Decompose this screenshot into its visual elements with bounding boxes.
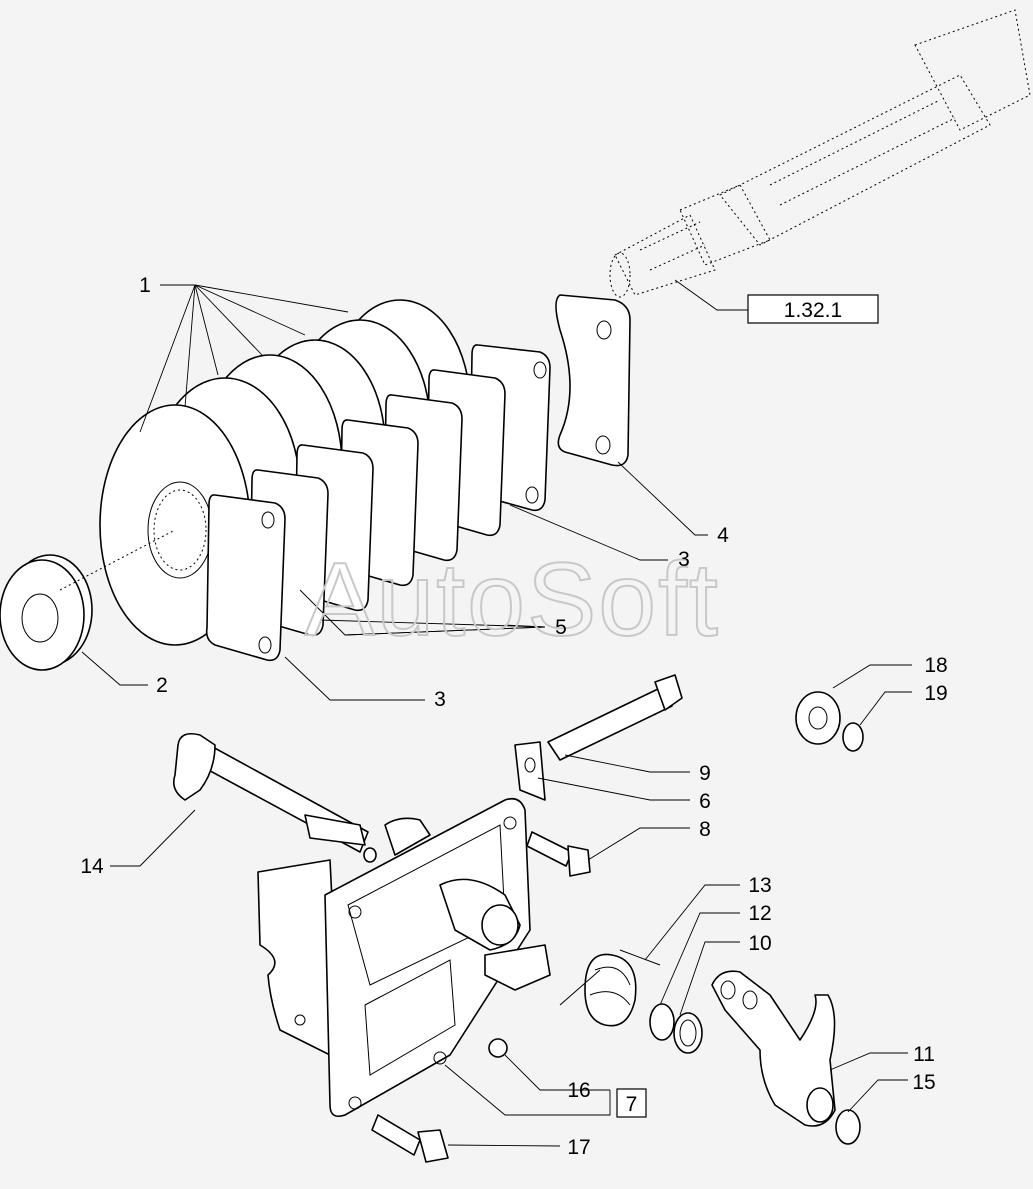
- callout-6: 6: [699, 790, 711, 813]
- callout-9: 9: [699, 762, 711, 785]
- shaft-drawing: [609, 9, 1031, 298]
- spring-and-arm: [559, 691, 864, 1145]
- callout-11: 11: [913, 1043, 935, 1066]
- callout-15: 15: [912, 1071, 935, 1094]
- leader-lines: [81, 279, 912, 1147]
- housing-cover: [257, 797, 551, 1163]
- callout-2: 2: [156, 674, 168, 697]
- callout-4: 4: [717, 524, 729, 547]
- group-box: [616, 1088, 647, 1118]
- separator-plates: [205, 344, 551, 662]
- callout-14: 14: [80, 855, 104, 878]
- callout-3-lower: 3: [434, 688, 446, 711]
- reference-box-label: 1.32.1: [784, 299, 842, 322]
- reference-box: [747, 294, 879, 324]
- callout-8: 8: [699, 818, 711, 841]
- watermark-text: AutoSoft: [305, 542, 720, 658]
- callout-17: 17: [567, 1136, 590, 1159]
- callout-3-upper: 3: [678, 548, 690, 571]
- callout-18: 18: [924, 654, 947, 677]
- lever-shaft: [172, 732, 377, 863]
- callout-16: 16: [567, 1079, 590, 1102]
- callout-12: 12: [748, 902, 771, 925]
- callout-13: 13: [748, 874, 771, 897]
- callout-5: 5: [555, 616, 567, 639]
- callout-19: 19: [924, 682, 947, 705]
- callout-1: 1: [139, 274, 151, 297]
- group-box-label: 7: [626, 1093, 638, 1116]
- callout-10: 10: [748, 932, 771, 955]
- end-plate: [555, 294, 631, 467]
- pin-and-fasteners: [514, 674, 683, 877]
- splined-gear: [0, 529, 176, 671]
